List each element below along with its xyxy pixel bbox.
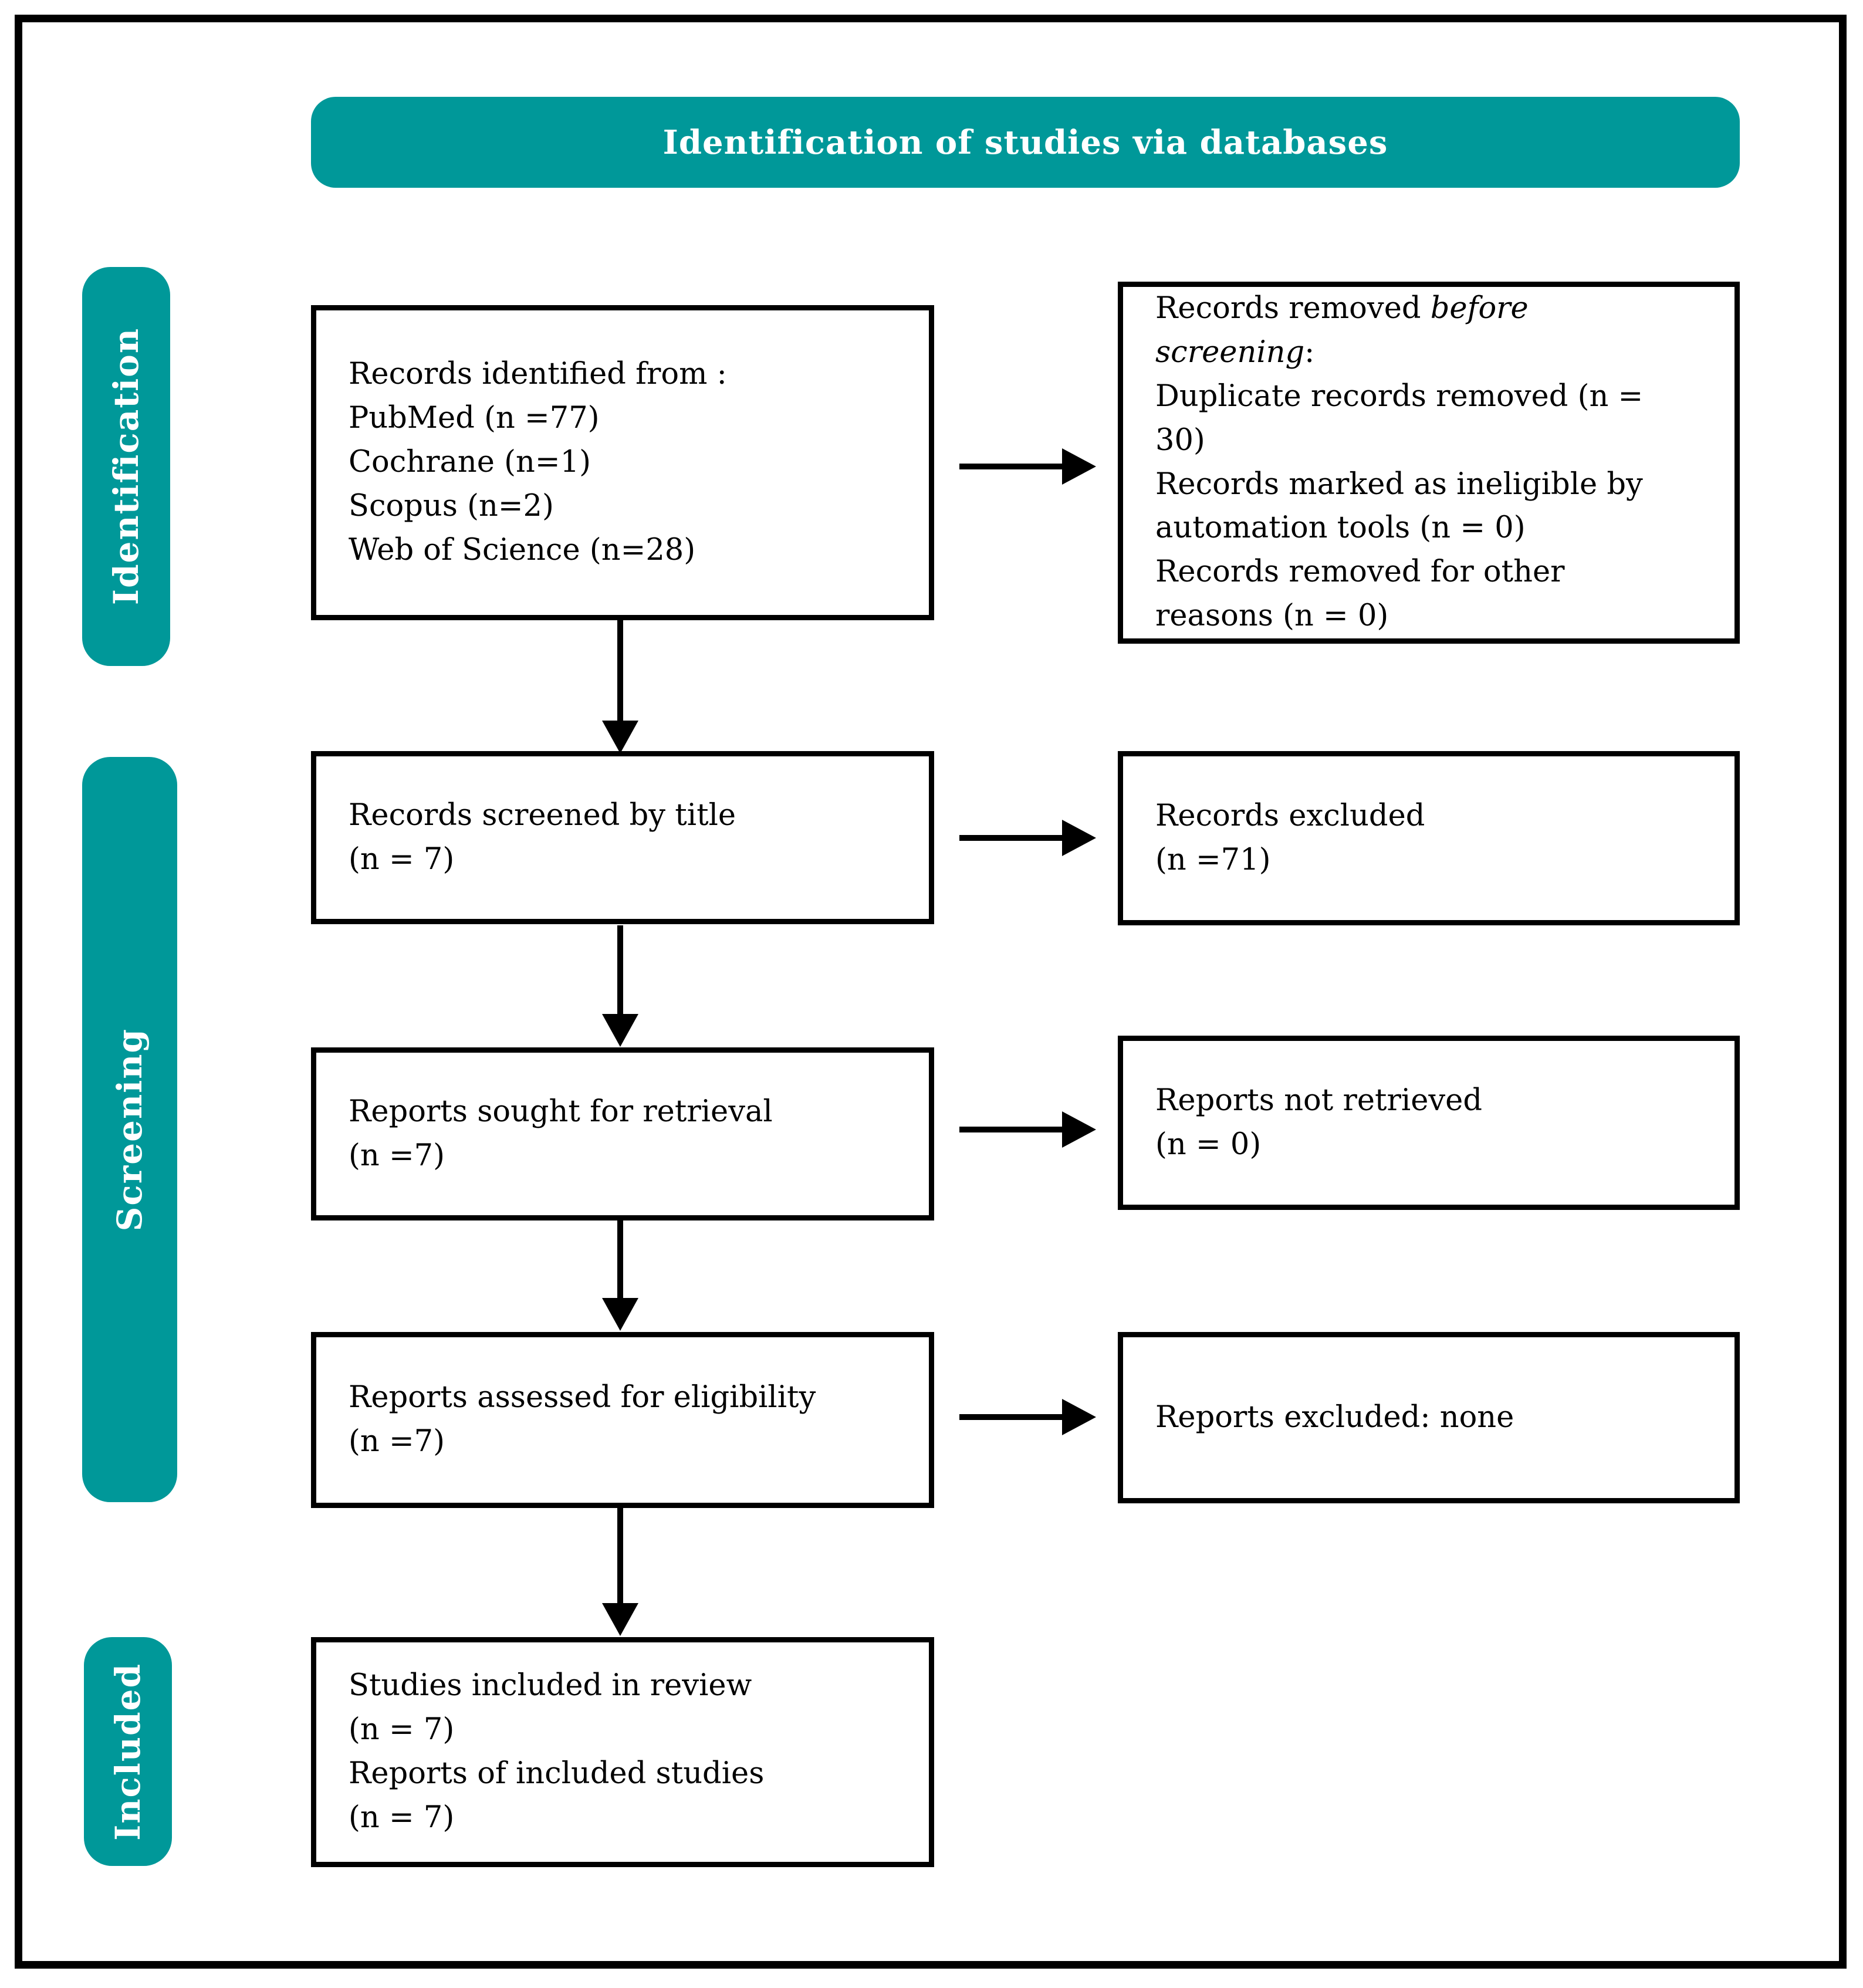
stage-label-included: Included [108, 1662, 148, 1841]
stage-bar-screening: Screening [82, 757, 177, 1502]
reports-sought-box: Reports sought for retrieval (n =7) [311, 1047, 934, 1220]
records-removed-item: Records marked as ineligible by automati… [1155, 466, 1643, 546]
records-removed-item: Records removed for other reasons (n = 0… [1155, 555, 1565, 634]
arrow-identified-to-removed-head [1062, 448, 1096, 485]
stage-label-identification: Identification [106, 327, 146, 606]
arrow-identified-to-removed-shaft [959, 464, 1065, 469]
arrow-screened-to-sought-shaft [617, 925, 623, 1016]
reports-not-retrieved-box: Reports not retrieved (n = 0) [1118, 1036, 1740, 1210]
records-identified-line: Scopus (n=2) [349, 488, 554, 523]
records-removed-heading-suffix: : [1304, 334, 1315, 370]
records-removed-heading-italic: before screening [1155, 290, 1529, 370]
arrow-screened-to-sought-head [602, 1014, 638, 1047]
arrow-assessed-to-included-head [602, 1603, 638, 1636]
reports-excluded-box: Reports excluded: none [1118, 1332, 1740, 1503]
arrow-sought-to-assessed-head [602, 1298, 638, 1331]
records-screened-count: (n = 7) [349, 841, 455, 877]
records-removed-item: Duplicate records removed (n = 30) [1155, 378, 1644, 458]
records-excluded-box: Records excluded (n =71) [1118, 751, 1740, 925]
arrow-assessed-to-excluded-head [1062, 1399, 1096, 1435]
studies-included-count: (n = 7) [349, 1712, 455, 1747]
reports-assessed-box: Reports assessed for eligibility (n =7) [311, 1332, 934, 1508]
records-identified-line: Web of Science (n=28) [349, 532, 696, 567]
stage-label-screening: Screening [110, 1027, 150, 1232]
records-identified-box: Records identified from : PubMed (n =77)… [311, 305, 934, 620]
records-identified-line: PubMed (n =77) [349, 401, 600, 436]
reports-assessed-line: Reports assessed for eligibility [349, 1380, 816, 1415]
reports-assessed-count: (n =7) [349, 1424, 445, 1459]
records-removed-heading: Records removed before screening: [1155, 287, 1679, 375]
outer-frame [15, 15, 1847, 1969]
reports-not-retrieved-line: Reports not retrieved [1155, 1083, 1483, 1118]
arrow-identified-to-screened-head [602, 721, 638, 753]
arrow-assessed-to-included-shaft [617, 1508, 623, 1605]
records-removed-heading-prefix: Records removed [1155, 290, 1431, 326]
stage-bar-identification: Identification [82, 267, 170, 666]
records-screened-box: Records screened by title (n = 7) [311, 751, 934, 924]
arrow-assessed-to-excluded-shaft [959, 1414, 1065, 1420]
stage-bar-included: Included [84, 1637, 172, 1866]
reports-not-retrieved-count: (n = 0) [1155, 1127, 1262, 1162]
studies-included-line: Studies included in review [349, 1668, 752, 1703]
reports-excluded-line: Reports excluded: none [1155, 1399, 1514, 1435]
records-excluded-count: (n =71) [1155, 842, 1271, 877]
reports-sought-count: (n =7) [349, 1138, 445, 1173]
arrow-sought-to-assessed-shaft [617, 1220, 623, 1300]
title-banner: Identification of studies via databases [311, 97, 1740, 188]
arrow-screened-to-excluded-head [1062, 820, 1096, 856]
arrow-screened-to-excluded-shaft [959, 835, 1065, 841]
records-identified-line: Cochrane (n=1) [349, 445, 591, 480]
records-excluded-line: Records excluded [1155, 798, 1425, 833]
records-identified-line: Records identified from : [349, 357, 727, 392]
studies-included-box: Studies included in review (n = 7) Repor… [311, 1637, 934, 1867]
title-banner-label: Identification of studies via databases [662, 123, 1388, 162]
reports-of-included-count: (n = 7) [349, 1800, 455, 1835]
arrow-sought-to-not-retrieved-head [1062, 1111, 1096, 1148]
reports-of-included-line: Reports of included studies [349, 1756, 765, 1791]
records-screened-line: Records screened by title [349, 797, 736, 833]
arrow-identified-to-screened-shaft [617, 620, 623, 723]
arrow-sought-to-not-retrieved-shaft [959, 1127, 1065, 1132]
reports-sought-line: Reports sought for retrieval [349, 1094, 773, 1129]
records-removed-box: Records removed before screening: Duplic… [1118, 282, 1740, 644]
